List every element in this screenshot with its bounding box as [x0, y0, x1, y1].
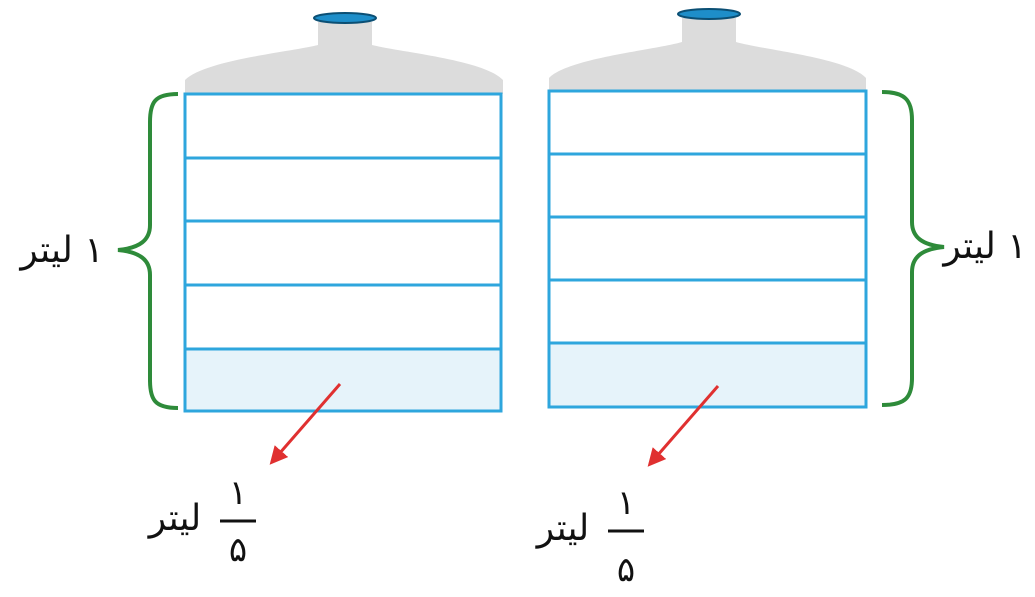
left-container: ۱ لیتر ۱ ۵ لیتر	[18, 13, 503, 570]
right-fraction-denominator: ۵	[617, 550, 635, 590]
right-fraction-unit: لیتر	[535, 508, 590, 549]
right-bottle-shoulder	[549, 18, 866, 91]
right-bottle-cap	[678, 9, 740, 19]
left-side-label: ۱ لیتر	[18, 230, 103, 271]
left-bottle-cap	[314, 13, 376, 23]
left-fraction-unit: لیتر	[147, 498, 202, 539]
right-container: ۱ لیتر ۱ ۵ لیتر	[535, 9, 1027, 590]
left-brace	[118, 94, 178, 408]
right-side-label: ۱ لیتر	[941, 226, 1026, 267]
right-fraction-numerator: ۱	[617, 483, 635, 523]
right-brace	[882, 92, 944, 405]
left-fraction-denominator: ۵	[229, 530, 247, 570]
left-fraction-numerator: ۱	[229, 473, 247, 513]
left-bottle-shoulder	[185, 22, 503, 94]
left-fill-part	[185, 349, 501, 411]
